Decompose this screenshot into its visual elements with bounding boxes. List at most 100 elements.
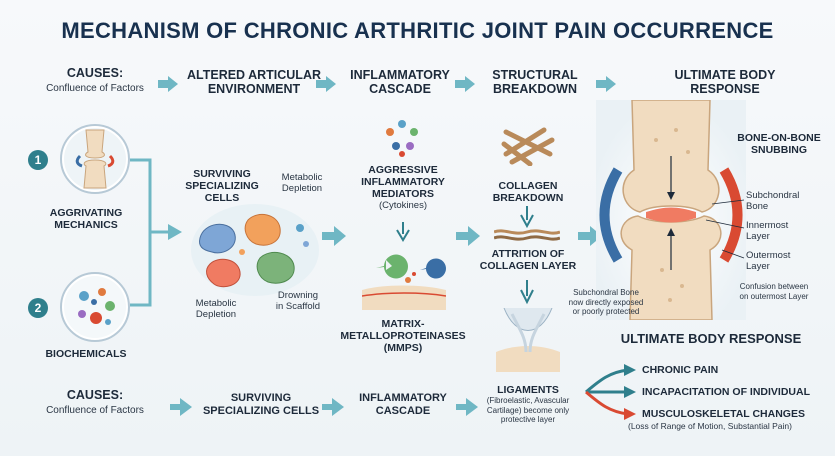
struct-down-arrow-2 xyxy=(520,280,534,305)
cells-cluster xyxy=(188,198,322,298)
footer-arrow-1 xyxy=(170,398,192,416)
mmp-line2: METALLOPROTEINASES xyxy=(340,330,466,342)
struct-down-arrow-1 xyxy=(520,206,534,229)
response-title: ULTIMATE BODY RESPONSE xyxy=(620,331,802,346)
capsule-blue xyxy=(599,167,623,263)
response-item-musculoskeletal: MUSCULOSKELETAL CHANGES xyxy=(642,408,805,420)
metabolic-depletion-bottom: Metabolic Depletion xyxy=(186,298,246,320)
surv-line1: SURVIVING xyxy=(193,168,251,180)
biochemicals-label: BIOCHEMICALS xyxy=(45,348,127,360)
footer-arrow-3 xyxy=(456,398,478,416)
footer-surv-line1: SURVIVING xyxy=(230,392,292,404)
arthritic-joint-illustration xyxy=(596,100,746,320)
meta1-line1: Metabolic xyxy=(281,172,323,183)
header-struct-line2: BREAKDOWN xyxy=(492,82,578,96)
biochemicals-illustration xyxy=(64,276,126,338)
ligaments-title: LIGAMENTS xyxy=(497,384,559,396)
aggressive-mediators-label: AGGRESSIVE INFLAMMATORY MEDIATORS (Cytok… xyxy=(348,164,458,211)
collagen-fibers-illustration xyxy=(501,127,555,166)
aggr-line1: AGGRESSIVE xyxy=(368,164,438,176)
aggravating-line1: AGGRIVATING xyxy=(49,207,123,219)
outermost-line1: Outermost xyxy=(746,250,791,261)
mmp-line1: MATRIX- xyxy=(381,318,425,330)
cells-illustration xyxy=(191,204,319,296)
header-struct-line1: STRUCTURAL xyxy=(492,68,578,82)
header-ultimate: ULTIMATE BODY RESPONSE xyxy=(660,68,790,96)
knee-joint-illustration xyxy=(64,128,126,190)
header-causes-sub: Confluence of Factors xyxy=(46,83,144,94)
header-altered-line2: ENVIRONMENT xyxy=(207,82,301,96)
aggr-line2: INFLAMMATORY xyxy=(361,176,445,188)
mmp-illustration xyxy=(362,254,446,310)
subchondral-line1: Subchondral xyxy=(746,190,800,201)
cell-red xyxy=(206,258,241,288)
header-inflam-line1: INFLAMMATORY xyxy=(350,68,450,82)
causes-bracket xyxy=(130,158,170,307)
outermost-line2: Layer xyxy=(746,261,770,272)
surv-line2: SPECIALIZING xyxy=(185,180,259,192)
metabolic-depletion-top: Metabolic Depletion xyxy=(272,172,332,194)
aggr-line3: MEDIATORS xyxy=(371,188,435,200)
lig-line2: Cartilage) become only xyxy=(486,405,570,415)
response-fan-1 xyxy=(585,368,629,394)
cause-number-2: 2 xyxy=(28,298,48,318)
exposed-line1: Subchondral Bone xyxy=(573,288,639,297)
causes-arrow xyxy=(168,224,182,240)
page-title: MECHANISM OF CHRONIC ARTHRITIC JOINT PAI… xyxy=(61,18,774,43)
footer-surviving: SURVIVING SPECIALIZING CELLS xyxy=(196,392,326,418)
subchondral-line2: Bone xyxy=(746,201,769,212)
cytokine-molecules-icon xyxy=(382,118,422,158)
response-item-chronic-pain: CHRONIC PAIN xyxy=(642,364,719,376)
biochemicals-icon xyxy=(60,272,130,342)
musculoskeletal-sub: (Loss of Range of Motion, Substantial Pa… xyxy=(628,421,792,431)
header-altered: ALTERED ARTICULAR ENVIRONMENT xyxy=(184,68,324,96)
attrition-label: ATTRITION OF COLLAGEN LAYER xyxy=(472,248,584,272)
response-arrowhead-2 xyxy=(624,386,636,398)
header-arrow-1 xyxy=(158,76,178,92)
attr-line1: ATTRITION OF xyxy=(491,248,565,260)
response-fan-3 xyxy=(585,390,629,416)
bone-line2: SNUBBING xyxy=(750,144,807,156)
aggravating-mechanics-label: AGGRIVATING MECHANICS xyxy=(26,207,146,231)
mmp-line3: (MMPS) xyxy=(383,342,423,354)
footer-surv-line2: SPECIALIZING CELLS xyxy=(202,405,320,417)
ligament-illustration xyxy=(496,308,560,372)
subchondral-label: Subchondral Bone xyxy=(746,190,826,212)
mid-arrow-2 xyxy=(456,226,480,246)
header-causes-title: CAUSES: xyxy=(66,66,124,80)
header-ultimate-line1: ULTIMATE BODY xyxy=(674,68,776,82)
exposed-line2: now directly exposed xyxy=(568,297,644,307)
footer-inflam: INFLAMMATORY CASCADE xyxy=(348,392,458,418)
confusion-note: Confusion between on outermost Layer xyxy=(724,282,824,301)
drowning-in-scaffold: Drowning in Scaffold xyxy=(266,290,330,312)
response-arrowhead-1 xyxy=(624,364,636,376)
contact-zone xyxy=(646,207,696,223)
footer-causes: CAUSES: Confluence of Factors xyxy=(30,388,160,418)
meta2-line1: Metabolic xyxy=(195,298,237,309)
ligaments-block: LIGAMENTS (Fibroelastic, Avascular Carti… xyxy=(470,384,586,425)
footer-inflam-line2: CASCADE xyxy=(375,405,431,417)
ligament-icon xyxy=(496,308,560,372)
header-inflam-line2: CASCADE xyxy=(369,82,431,96)
surviving-cells-label: SURVIVING SPECIALIZING CELLS xyxy=(182,168,262,204)
collagen-layer-icon xyxy=(494,228,560,242)
exposed-line3: or poorly protected xyxy=(572,307,640,316)
footer-arrow-2 xyxy=(322,398,344,416)
header-causes: CAUSES: Confluence of Factors xyxy=(30,66,160,96)
lig-line1: (Fibroelastic, Avascular xyxy=(486,396,570,405)
cell-blue xyxy=(199,223,236,254)
coll-line2: BREAKDOWN xyxy=(492,192,564,204)
collagen-fibers-icon xyxy=(500,124,556,166)
meta2-line2: Depletion xyxy=(195,309,237,320)
innermost-label: Innermost Layer xyxy=(746,220,826,242)
capsule-red xyxy=(719,167,743,263)
header-arrow-3 xyxy=(455,76,475,92)
response-arrowhead-3 xyxy=(624,408,636,420)
mmp-enzymes-icon xyxy=(362,246,446,310)
collagen-layer-illustration xyxy=(494,229,560,241)
bone-line1: BONE-ON-BONE xyxy=(737,132,821,144)
arthritic-joint xyxy=(596,100,746,320)
innermost-line1: Innermost xyxy=(746,220,789,231)
cause-number-1: 1 xyxy=(28,150,48,170)
